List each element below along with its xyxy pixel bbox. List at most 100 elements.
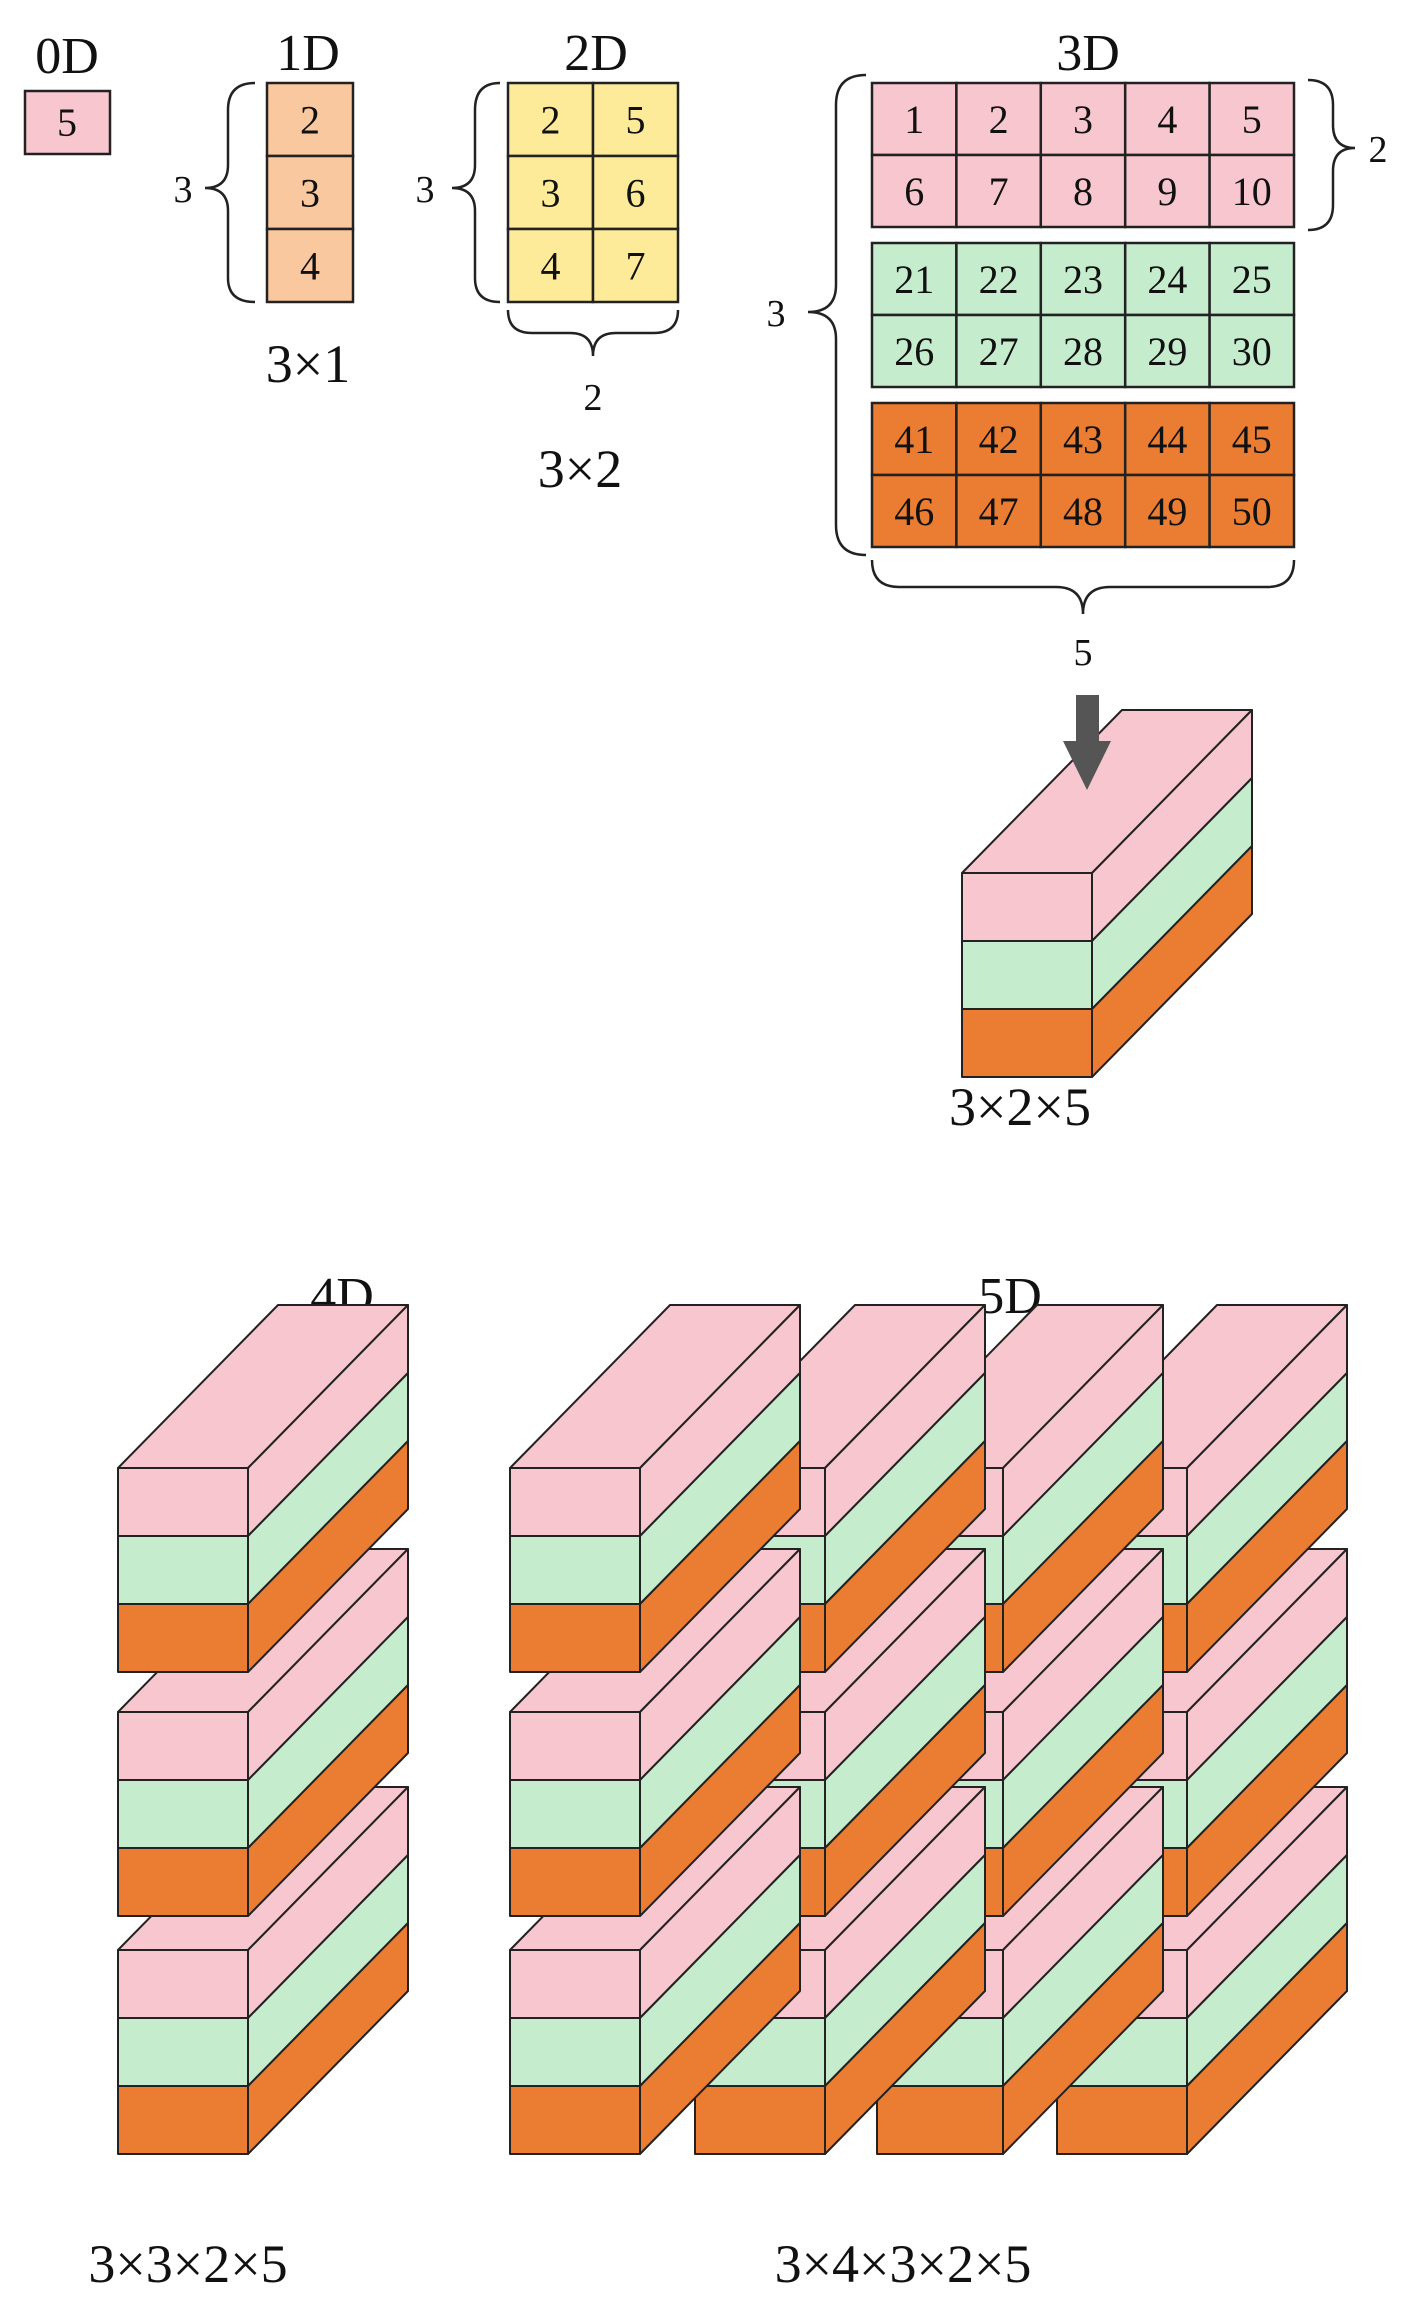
three-d-cell-1-1-3: 29 xyxy=(1123,313,1211,389)
two-d-cell-0-1-box xyxy=(591,81,680,158)
two-d-cell-2-1-value: 7 xyxy=(626,244,646,289)
three-d-cell-2-1-2-box xyxy=(1039,473,1127,549)
four-d-block-0-front-2 xyxy=(117,1603,249,1673)
two-d-cell-2-0: 4 xyxy=(506,227,595,304)
two-d-cell-2-1: 7 xyxy=(591,227,680,304)
three-d-cell-1-0-0-box xyxy=(870,241,958,317)
two-d-cell-1-0: 3 xyxy=(506,154,595,231)
three-d-cell-1-1-0-value: 26 xyxy=(894,329,934,374)
three-d-cell-1-0-0: 21 xyxy=(870,241,958,317)
five-d-block-0-2-front-0 xyxy=(509,1949,641,2019)
four-d-block-0-front-1 xyxy=(117,1535,249,1605)
three-d-cell-2-1-3-value: 49 xyxy=(1147,489,1187,534)
three-d-cell-2-0-0-value: 41 xyxy=(894,417,934,462)
three-d-cell-1-0-3: 24 xyxy=(1123,241,1211,317)
four-d-block-1-front-0 xyxy=(117,1711,249,1781)
down-arrow-shaft xyxy=(1076,695,1099,743)
five-d-block-0-0-front-2 xyxy=(509,1603,641,1673)
three-d-cell-2-0-4: 45 xyxy=(1208,401,1296,477)
three-d-cell-0-1-4: 10 xyxy=(1208,153,1296,229)
one-d-cell-2-box xyxy=(265,227,355,304)
three-d-title: 3D xyxy=(1056,25,1120,82)
three-d-layer-count: 3 xyxy=(767,293,786,335)
two-d-cell-1-1: 6 xyxy=(591,154,680,231)
three-d-cell-2-1-0-value: 46 xyxy=(894,489,934,534)
three-d-cell-2-1-2-value: 48 xyxy=(1063,489,1103,534)
one-d-vector: 2 3 4 xyxy=(265,81,355,304)
three-d-cell-2-1-1-value: 47 xyxy=(979,489,1019,534)
two-d-row-count: 3 xyxy=(416,169,435,211)
two-d-col-count: 2 xyxy=(584,377,603,419)
two-d-cell-2-0-box xyxy=(506,227,595,304)
four-d-block-0 xyxy=(117,1304,409,1673)
two-d-cell-1-0-value: 3 xyxy=(541,171,561,216)
one-d-cell-2-value: 4 xyxy=(300,244,320,289)
three-d-cell-1-1-2-box xyxy=(1039,313,1127,389)
two-d-cell-0-1-value: 5 xyxy=(626,98,646,143)
three-d-cell-2-0-2-value: 43 xyxy=(1063,417,1103,462)
three-d-cell-2-0-4-value: 45 xyxy=(1232,417,1272,462)
zero-d-value: 5 xyxy=(57,100,77,145)
five-d-block-0-1-front-2 xyxy=(509,1847,641,1917)
three-d-cell-0-0-0: 1 xyxy=(870,81,958,157)
three-d-col-count: 5 xyxy=(1074,632,1093,674)
four-d-block-1-front-1 xyxy=(117,1779,249,1849)
one-d-cell-1-value: 3 xyxy=(300,171,320,216)
three-d-cell-0-1-0: 6 xyxy=(870,153,958,229)
five-d-block-0-1-front-1 xyxy=(509,1779,641,1849)
four-d-block-2-front-0 xyxy=(117,1949,249,2019)
one-d-shape-label: 3×1 xyxy=(266,334,350,394)
three-d-cell-2-1-4: 50 xyxy=(1208,473,1296,549)
one-d-brace xyxy=(204,81,256,304)
three-d-cell-1-1-2-value: 28 xyxy=(1063,329,1103,374)
three-d-cell-2-1-2: 48 xyxy=(1039,473,1127,549)
one-d-count: 3 xyxy=(174,169,193,211)
two-d-cell-0-0: 2 xyxy=(506,81,595,158)
three-d-cell-1-0-1: 22 xyxy=(955,241,1043,317)
three-d-block-shape-front-2 xyxy=(961,1008,1093,1078)
three-d-cell-2-0-0: 41 xyxy=(870,401,958,477)
three-d-cell-0-1-3-box xyxy=(1123,153,1211,229)
three-d-block xyxy=(961,709,1253,1078)
three-d-cell-2-0-1: 42 xyxy=(955,401,1043,477)
zero-d-cell xyxy=(23,89,112,156)
three-d-cell-0-1-2-value: 8 xyxy=(1073,169,1093,214)
three-d-row-count: 2 xyxy=(1369,129,1388,171)
three-d-cell-0-1-1-box xyxy=(955,153,1043,229)
three-d-col-brace xyxy=(870,559,1296,615)
three-d-cell-0-1-3: 9 xyxy=(1123,153,1211,229)
three-d-cell-2-1-4-box xyxy=(1208,473,1296,549)
two-d-cell-1-1-box xyxy=(591,154,680,231)
three-d-cell-0-0-2-value: 3 xyxy=(1073,97,1093,142)
three-d-cell-0-0-1-value: 2 xyxy=(989,97,1009,142)
three-d-cell-1-1-1: 27 xyxy=(955,313,1043,389)
four-d-block-1-front-2 xyxy=(117,1847,249,1917)
three-d-cell-1-1-4-box xyxy=(1208,313,1296,389)
three-d-cell-0-1-2: 8 xyxy=(1039,153,1127,229)
three-d-cell-2-1-4-value: 50 xyxy=(1232,489,1272,534)
one-d-cell-0-value: 2 xyxy=(300,98,320,143)
three-d-cell-1-0-3-value: 24 xyxy=(1147,257,1187,302)
three-d-cell-0-1-1: 7 xyxy=(955,153,1043,229)
two-d-cell-0-0-value: 2 xyxy=(541,98,561,143)
one-d-title: 1D xyxy=(276,25,340,82)
three-d-cell-1-1-1-box xyxy=(955,313,1043,389)
five-d-block-2-2-front-2 xyxy=(876,2085,1004,2155)
three-d-cell-0-0-3-value: 4 xyxy=(1157,97,1177,142)
three-d-cell-0-0-4: 5 xyxy=(1208,81,1296,157)
three-d-cell-2-1-0-box xyxy=(870,473,958,549)
one-d-cell-2: 4 xyxy=(265,227,355,304)
three-d-block-shape-front-0 xyxy=(961,872,1093,942)
zero-d-section: 0D 5 xyxy=(23,28,112,156)
three-d-cell-0-0-1-box xyxy=(955,81,1043,157)
three-d-cell-0-1-0-value: 6 xyxy=(904,169,924,214)
three-d-cell-1-1-4-value: 30 xyxy=(1232,329,1272,374)
three-d-cell-1-1-1-value: 27 xyxy=(979,329,1019,374)
one-d-cell-0-box xyxy=(265,81,355,158)
three-d-cell-0-0-1: 2 xyxy=(955,81,1043,157)
five-d-block-1-2-front-2 xyxy=(694,2085,826,2155)
three-d-cell-0-0-3: 4 xyxy=(1123,81,1211,157)
